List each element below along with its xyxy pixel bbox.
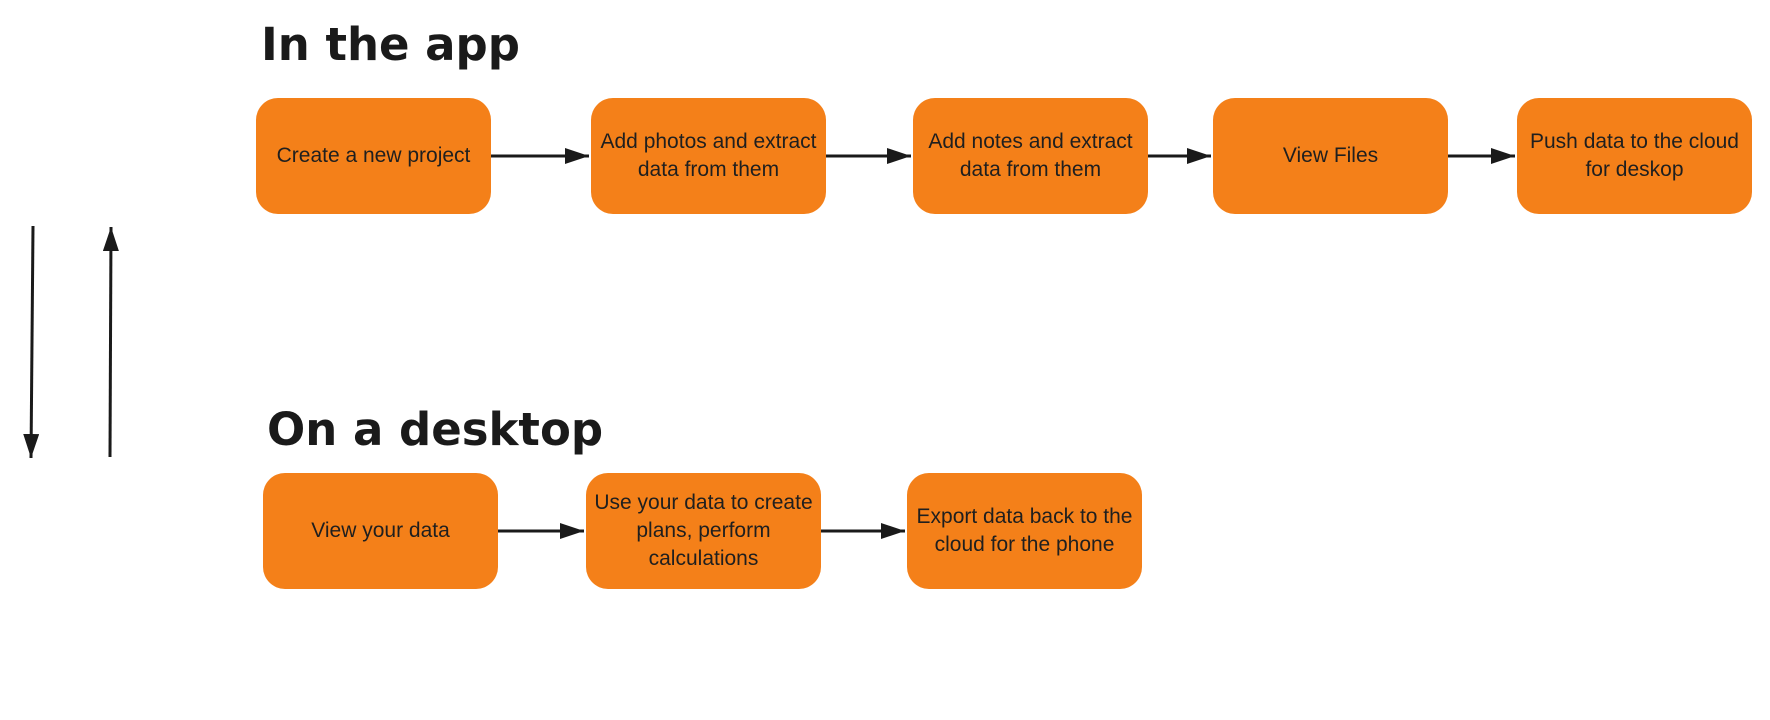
- section-title-in-the-app: In the app: [261, 18, 520, 71]
- section-title-on-a-desktop: On a desktop: [267, 403, 604, 456]
- arrow-desktop-to-app: [102, 226, 119, 458]
- step-view-files: View Files: [1213, 98, 1448, 214]
- step-add-notes: Add notes and extract data from them: [913, 98, 1148, 214]
- step-label: View Files: [1282, 144, 1379, 167]
- step-view-your-data: View your data: [263, 473, 498, 589]
- step-label: Push data to the cloud for deskop: [1530, 130, 1739, 181]
- step-push-to-cloud: Push data to the cloud for deskop: [1517, 98, 1752, 214]
- step-add-photos: Add photos and extract data from them: [591, 98, 826, 214]
- step-label: Export data back to the cloud for the ph…: [916, 505, 1133, 556]
- step-label: View your data: [311, 519, 450, 542]
- step-label: Add notes and extract data from them: [928, 130, 1133, 181]
- step-export-to-cloud: Export data back to the cloud for the ph…: [907, 473, 1142, 589]
- step-label: Create a new project: [276, 144, 471, 167]
- step-create-new-project: Create a new project: [256, 98, 491, 214]
- step-label: Add photos and extract data from them: [600, 130, 817, 181]
- step-label: Use your data to create plans, perform c…: [594, 491, 813, 570]
- step-create-plans: Use your data to create plans, perform c…: [586, 473, 821, 589]
- arrow-app-to-desktop: [23, 225, 40, 459]
